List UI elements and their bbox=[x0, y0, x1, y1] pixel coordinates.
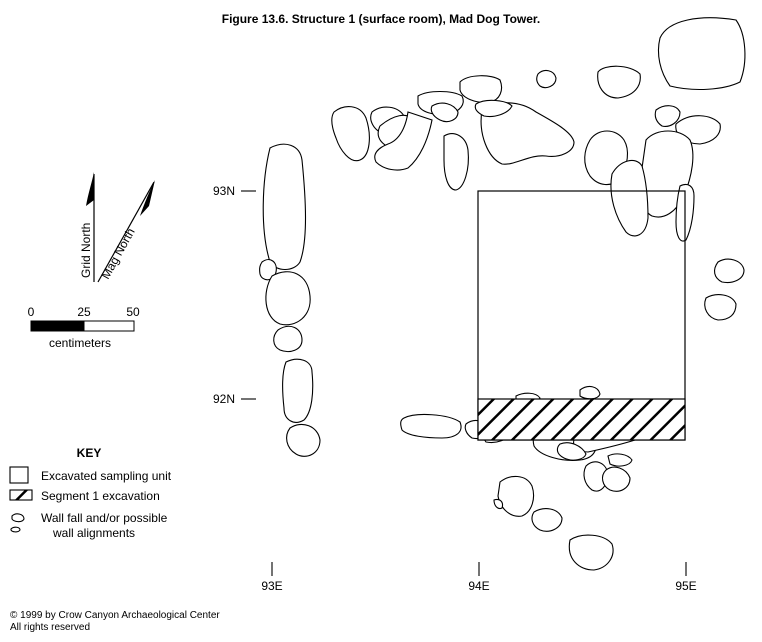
mag-north-label: Mag North bbox=[98, 226, 137, 282]
key-swatch-stone bbox=[10, 526, 21, 533]
key-swatch-excavated bbox=[9, 466, 29, 484]
stone bbox=[556, 442, 587, 461]
stone bbox=[430, 102, 459, 123]
stone bbox=[657, 17, 746, 90]
stone bbox=[497, 475, 535, 517]
stone bbox=[282, 358, 314, 423]
stone bbox=[400, 413, 462, 439]
northing-label-93n: 93N bbox=[213, 184, 235, 198]
scale-tick-0: 0 bbox=[28, 305, 35, 319]
key-label-excavated: Excavated sampling unit bbox=[41, 469, 172, 483]
scale-tick-25: 25 bbox=[77, 305, 91, 319]
figure-title: Figure 13.6. Structure 1 (surface room),… bbox=[222, 12, 541, 26]
stone bbox=[443, 133, 469, 191]
key-label-wall-fall-2: wall alignments bbox=[52, 526, 135, 540]
stone bbox=[597, 65, 641, 99]
grid-north-arrow-head bbox=[86, 172, 94, 206]
copyright-line-2: All rights reserved bbox=[10, 622, 90, 633]
stone bbox=[568, 534, 614, 571]
key-label-segment: Segment 1 excavation bbox=[41, 489, 160, 503]
stone bbox=[536, 69, 557, 89]
stone bbox=[654, 105, 681, 127]
stone bbox=[459, 75, 503, 103]
scale-segment-light bbox=[83, 320, 135, 332]
stone bbox=[583, 461, 609, 492]
stone bbox=[265, 271, 311, 326]
key-swatch-stone bbox=[11, 513, 25, 523]
stone bbox=[704, 294, 737, 321]
copyright-line-1: © 1999 by Crow Canyon Archaeological Cen… bbox=[10, 610, 220, 621]
key-legend: KEY Excavated sampling unit Segment 1 ex… bbox=[9, 446, 172, 540]
stone bbox=[262, 143, 307, 271]
stone bbox=[474, 99, 513, 118]
stones-group bbox=[259, 17, 746, 571]
scale-segment-dark bbox=[30, 320, 85, 332]
key-title: KEY bbox=[77, 446, 102, 460]
scale-tick-50: 50 bbox=[126, 305, 140, 319]
stone bbox=[480, 102, 575, 165]
scale-unit-label: centimeters bbox=[49, 336, 111, 350]
scale-bar: 0 25 50 centimeters bbox=[28, 305, 140, 350]
grid-north-label: Grid North bbox=[79, 223, 93, 278]
stone bbox=[331, 106, 370, 162]
stone bbox=[493, 498, 504, 510]
key-swatch-segment bbox=[9, 489, 33, 501]
easting-label-94e: 94E bbox=[468, 579, 489, 593]
mag-north-arrow-head bbox=[140, 180, 155, 216]
segment-1-excavation bbox=[477, 398, 686, 441]
stone bbox=[273, 325, 303, 353]
easting-label-93e: 93E bbox=[261, 579, 282, 593]
stone bbox=[374, 111, 433, 171]
easting-label-95e: 95E bbox=[675, 579, 696, 593]
mag-north-arrow-shaft bbox=[97, 181, 155, 283]
key-label-wall-fall-1: Wall fall and/or possible bbox=[41, 511, 168, 525]
stone bbox=[713, 258, 745, 284]
north-arrows: Grid North Mag North bbox=[79, 172, 155, 283]
northing-label-92n: 92N bbox=[213, 392, 235, 406]
stone bbox=[610, 159, 649, 237]
stone bbox=[531, 508, 563, 532]
stone bbox=[579, 385, 601, 400]
stone bbox=[259, 259, 277, 281]
stone bbox=[601, 466, 631, 492]
stone bbox=[286, 423, 321, 457]
stone bbox=[607, 453, 633, 467]
